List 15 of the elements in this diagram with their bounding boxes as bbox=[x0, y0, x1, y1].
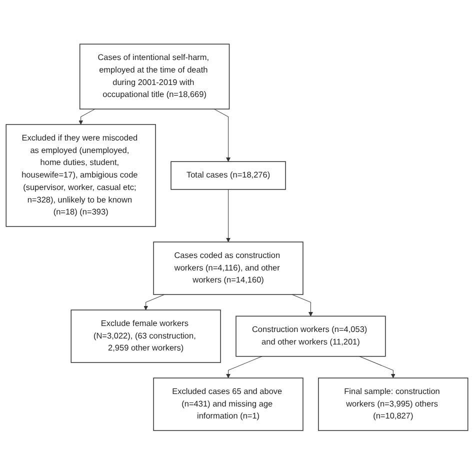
arrow bbox=[226, 356, 262, 378]
arrow bbox=[144, 294, 165, 310]
node-box: Construction workers (n=4,053) and other workers (11,201) bbox=[236, 315, 386, 356]
arrow bbox=[292, 294, 313, 316]
arrow bbox=[78, 108, 96, 124]
node-box: Cases of intentional self-harm, employed at the time of death during 2001-2019 with occupational title (n=18,669) bbox=[79, 43, 230, 110]
node-box: Exclude female workers (N=3,022), (63 construction, 2,959 other workers) bbox=[70, 309, 221, 363]
node-box: Total cases (n=18,276) bbox=[170, 160, 286, 190]
arrow bbox=[359, 356, 396, 378]
node-box: Final sample: construction workers (n=3,995) others (n=10,827) bbox=[318, 377, 468, 431]
node-box: Excluded cases 65 and above (n=431) and missing age information (n=1) bbox=[153, 377, 304, 431]
node-box: Cases coded as construction workers (n=4,116), and other workers (n=14,160) bbox=[153, 241, 304, 295]
node-box: Excluded if they were miscoded as employed (unemployed, home duties, student, housewife=17), ambigious code (supervisor, worker, casual etc; n=328), unlikely to be known (n=18) (n=393) bbox=[6, 124, 156, 227]
arrow bbox=[226, 188, 231, 242]
arrow bbox=[214, 108, 231, 162]
